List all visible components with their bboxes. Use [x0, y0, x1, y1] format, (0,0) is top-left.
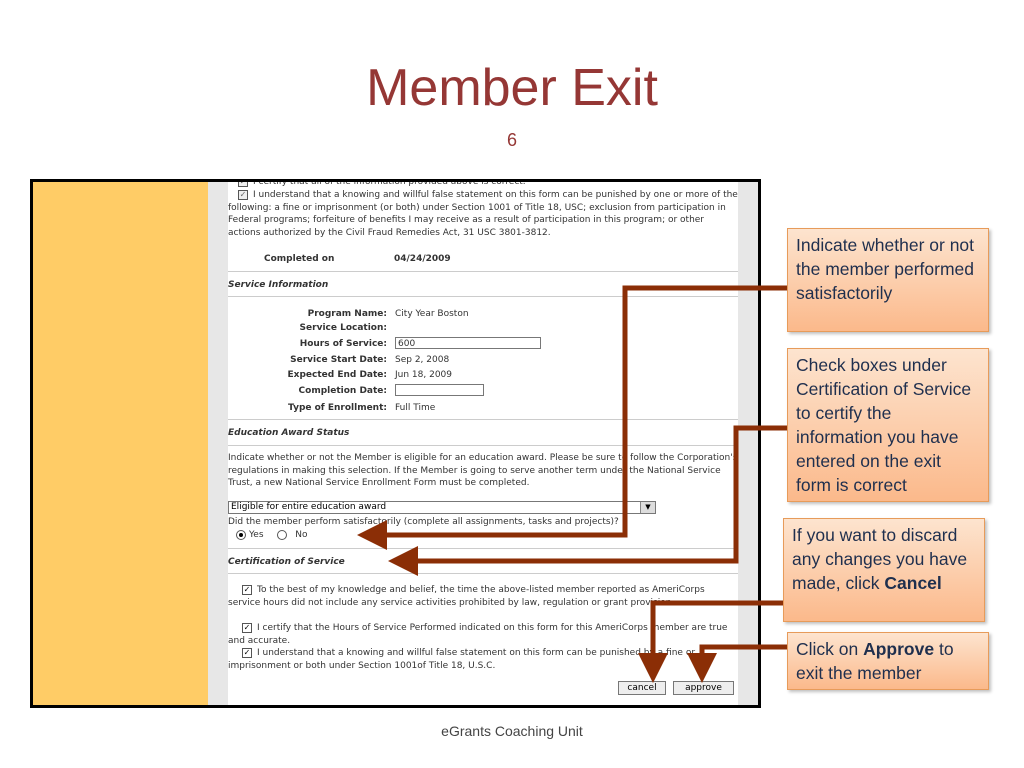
completion-date-input[interactable] [395, 384, 484, 396]
end-date-row: Expected End Date: Jun 18, 2009 [228, 369, 738, 383]
certify-correct-label: I certify that all of the information pr… [253, 179, 526, 187]
divider [228, 573, 738, 574]
certification-checkbox-1[interactable]: ✓ [242, 584, 252, 595]
end-date-label: Expected End Date: [287, 370, 388, 380]
approve-button[interactable]: approve [673, 681, 734, 695]
education-award-instructions: Indicate whether or not the Member is el… [228, 453, 738, 488]
member-exit-form: ✓ I certify that all of the information p… [228, 182, 738, 705]
callout-cancel-keyword: Cancel [884, 573, 942, 593]
callout-cancel: If you want to discard any changes you h… [783, 518, 985, 622]
right-gutter [738, 182, 758, 705]
certification-item-2: ✓I certify that the Hours of Service Per… [228, 622, 738, 647]
left-sidebar [33, 182, 208, 705]
gutter [208, 182, 228, 705]
no-label: No [295, 530, 308, 540]
divider [228, 296, 738, 297]
chevron-down-icon[interactable]: ▼ [640, 502, 655, 513]
cancel-button[interactable]: cancel [618, 681, 666, 695]
certify-correct-checkbox[interactable]: ✓ [238, 182, 248, 187]
divider [228, 445, 738, 446]
satisfactory-question: Did the member perform satisfactorily (c… [228, 517, 619, 527]
top-statement-text: I understand that a knowing and willful … [228, 190, 738, 238]
callout-approve-text-pre: Click on [796, 639, 864, 659]
top-statement: ✓I understand that a knowing and willful… [228, 189, 738, 239]
callout-approve: Click on Approve to exit the member [787, 632, 989, 690]
education-award-heading: Education Award Status [228, 419, 738, 440]
no-radio[interactable] [277, 529, 288, 540]
callout-certification: Check boxes under Certification of Servi… [787, 348, 989, 502]
certification-text-3: I understand that a knowing and willful … [228, 648, 696, 671]
yes-label: Yes [249, 530, 264, 540]
callout-certification-text: Check boxes under Certification of Servi… [796, 355, 972, 495]
callout-cancel-text: If you want to discard any changes you h… [792, 525, 968, 593]
egrants-screenshot: ✓ I certify that all of the information p… [30, 179, 761, 708]
start-date-label: Service Start Date: [290, 355, 387, 365]
service-location-label: Service Location: [299, 323, 387, 333]
certification-heading: Certification of Service [228, 548, 738, 569]
completed-on-label: Completed on [264, 254, 335, 264]
education-award-select[interactable]: Eligible for entire education award ▼ [228, 501, 656, 514]
certification-checkbox-3[interactable]: ✓ [242, 647, 252, 658]
service-location-row: Service Location: [228, 322, 738, 336]
service-information-heading: Service Information [228, 271, 738, 292]
yes-radio[interactable] [236, 529, 246, 540]
completion-date-row: Completion Date: [228, 385, 738, 399]
certify-correct-row: ✓ I certify that all of the information p… [238, 179, 738, 189]
certification-item-1: ✓To the best of my knowledge and belief,… [228, 584, 738, 609]
slide-title: Member Exit [366, 59, 658, 117]
certification-item-3: ✓I understand that a knowing and willful… [228, 647, 738, 672]
certification-text-1: To the best of my knowledge and belief, … [228, 585, 705, 608]
callout-satisfactory: Indicate whether or not the member perfo… [787, 228, 989, 332]
education-award-select-value: Eligible for entire education award [231, 502, 387, 512]
start-date-value: Sep 2, 2008 [395, 355, 450, 365]
enrollment-value: Full Time [395, 403, 436, 413]
certification-checkbox-2[interactable]: ✓ [242, 622, 252, 633]
enrollment-row: Type of Enrollment: Full Time [228, 402, 738, 416]
certification-text-2: I certify that the Hours of Service Perf… [228, 623, 728, 646]
hours-label: Hours of Service: [299, 339, 387, 349]
hours-row: Hours of Service: [228, 338, 738, 352]
callout-approve-keyword: Approve [863, 639, 935, 659]
start-date-row: Service Start Date: Sep 2, 2008 [228, 354, 738, 368]
hours-of-service-input[interactable]: 600 [395, 337, 541, 349]
end-date-value: Jun 18, 2009 [395, 370, 453, 380]
callout-approve-text-post: to exit the member [796, 639, 954, 683]
completed-on-value: 04/24/2009 [394, 254, 451, 264]
program-name-value: City Year Boston [395, 309, 469, 319]
program-name-row: Program Name: City Year Boston [228, 308, 738, 322]
callout-satisfactory-text: Indicate whether or not the member perfo… [796, 235, 975, 303]
program-name-label: Program Name: [307, 309, 387, 319]
top-statement-checkbox[interactable]: ✓ [238, 189, 248, 200]
slide-footer: eGrants Coaching Unit [441, 723, 583, 739]
slide-number: 6 [506, 130, 517, 150]
completion-date-label: Completion Date: [298, 386, 387, 396]
enrollment-label: Type of Enrollment: [288, 403, 387, 413]
satisfactory-radio-group: Yes No [236, 529, 308, 542]
